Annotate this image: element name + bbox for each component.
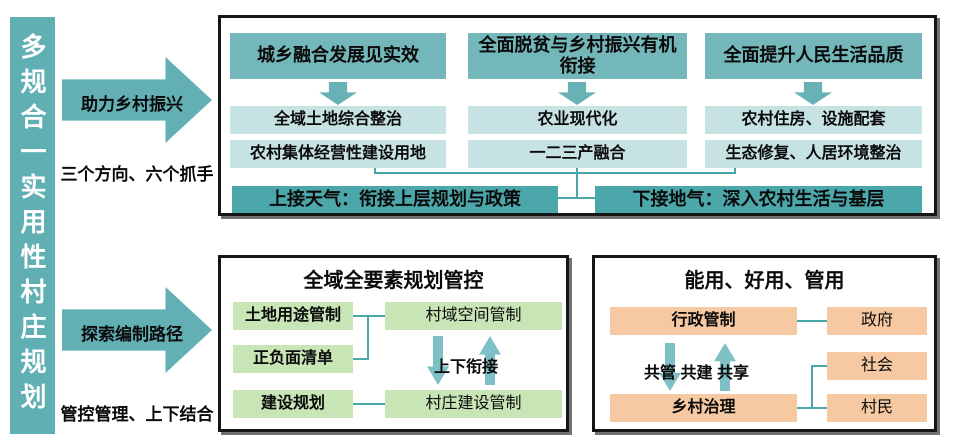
item-positive-negative-list: 正负面清单 <box>233 345 353 373</box>
item-eco-restoration: 生态修复、人居环境整治 <box>705 140 922 168</box>
item-rural-housing: 农村住房、设施配套 <box>705 106 922 134</box>
connector-line <box>734 168 736 174</box>
main-title: 多规合一实用性村庄规划 <box>17 33 47 418</box>
band-upper-alignment: 上接天气：衔接上层规划与政策 <box>232 186 558 213</box>
connector-line <box>353 358 369 360</box>
planning-control-panel: 全域全要素规划管控 土地用途管制 正负面清单 建设规划 村域空间管制 村庄建设管… <box>218 255 569 432</box>
item-government: 政府 <box>827 307 927 335</box>
column-header-life-quality: 全面提升人民生活品质 <box>705 33 922 79</box>
item-construction-planning: 建设规划 <box>233 390 353 418</box>
item-land-consolidation: 全域土地综合整治 <box>230 106 446 134</box>
column-header-poverty-link: 全面脱贫与乡村振兴有机衔接 <box>468 33 687 79</box>
flow1-caption: 三个方向、六个抓手 <box>60 165 214 184</box>
down-arrow-icon <box>319 82 357 105</box>
connector-line <box>576 168 578 199</box>
column-header-urban-rural: 城乡融合发展见实效 <box>230 33 446 79</box>
flow2-label: 探索编制路径 <box>81 325 183 344</box>
rural-revitalization-panel: 城乡融合发展见实效 全面脱贫与乡村振兴有机衔接 全面提升人民生活品质 全域土地综… <box>218 15 937 216</box>
planning-control-title: 全域全要素规划管控 <box>303 270 484 292</box>
connector-line <box>353 403 385 405</box>
item-village-construction-control: 村庄建设管制 <box>385 390 562 418</box>
connector-line <box>811 365 813 409</box>
item-industry-fusion: 一二三产融合 <box>468 140 687 168</box>
band-grassroots: 下接地气：深入农村生活与基层 <box>595 186 922 213</box>
flow1-label: 助力乡村振兴 <box>81 95 183 114</box>
item-collective-land: 农村集体经营性建设用地 <box>230 140 446 168</box>
usability-title: 能用、好用、管用 <box>684 270 845 292</box>
item-villagers: 村民 <box>827 394 927 422</box>
item-rural-governance: 乡村治理 <box>610 394 797 422</box>
item-agri-modernization: 农业现代化 <box>468 106 687 134</box>
flow2-caption: 管控管理、上下结合 <box>60 405 214 424</box>
connector-line <box>811 365 827 367</box>
connector-line <box>367 315 369 360</box>
connector-line <box>353 315 385 317</box>
usability-panel: 能用、好用、管用 行政管制 乡村治理 政府 社会 村民 共管 共建 共享 <box>592 255 937 432</box>
down-arrow-icon <box>794 82 832 105</box>
connector-line <box>374 172 736 174</box>
connector-line <box>797 320 827 322</box>
co-governance-label: 共管 共建 共享 <box>644 365 749 382</box>
connector-line <box>374 168 376 174</box>
vertical-alignment-label: 上下衔接 <box>433 359 498 376</box>
down-arrow-icon <box>558 82 596 105</box>
item-village-space-control: 村域空间管制 <box>385 302 562 330</box>
item-land-use-control: 土地用途管制 <box>233 302 353 330</box>
connector-line <box>558 197 596 199</box>
item-administrative-control: 行政管制 <box>610 307 797 335</box>
item-society: 社会 <box>827 352 927 380</box>
main-title-bar: 多规合一实用性村庄规划 <box>10 17 55 434</box>
